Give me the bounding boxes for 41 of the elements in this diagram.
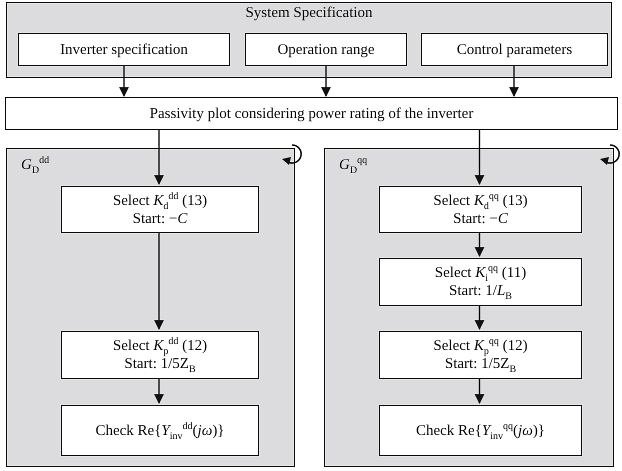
group-title: System Specification: [245, 5, 373, 22]
arrow: [474, 130, 484, 185]
step-text: Check Re{Y$_{inv}$$^{qq}$(jω)}: [416, 422, 546, 440]
step-text: Passivity plot considering power rating of the inverter: [150, 104, 474, 122]
process-box: [379, 186, 582, 233]
arrow: [119, 65, 129, 97]
arrow: [509, 65, 519, 97]
controller-panel: [6, 148, 295, 467]
arrow: [474, 305, 484, 330]
process-box: [379, 258, 582, 306]
start-value-text: Start: 1/5Z$_{B}$: [124, 356, 196, 373]
step-text: Operation range: [277, 40, 375, 58]
arrow: [321, 65, 331, 97]
start-value-text: Start: −C: [453, 210, 508, 228]
step-text: Select K$_{i}$$^{qq}$ (11): [434, 264, 526, 282]
arrow: [474, 378, 484, 404]
arrow: [474, 232, 484, 257]
step-text: Control parameters: [456, 40, 572, 58]
arrow: [154, 130, 164, 185]
step-text: Select K$_{p}$$^{dd}$ (12): [112, 337, 208, 355]
arrow: [154, 378, 164, 404]
start-value-text: Start: 1/L$_{B}$: [449, 282, 512, 300]
step-text: Select K$_{d}$$^{dd}$ (13): [112, 192, 208, 210]
start-value-text: Start: −C: [132, 210, 188, 228]
process-box: [421, 33, 608, 66]
process-box: [5, 97, 618, 130]
process-box: [245, 33, 407, 66]
controller-panel: [324, 148, 614, 467]
step-text: Check Re{Y$_{inv}$$^{dd}$(jω)}: [95, 422, 225, 440]
start-value-text: Start: 1/5Z$_{B}$: [444, 356, 516, 373]
process-box: [61, 186, 259, 233]
process-box: [18, 33, 230, 66]
process-box: [61, 331, 259, 379]
specification-group: [6, 2, 612, 78]
process-box: [61, 405, 259, 456]
arrow: [154, 232, 164, 330]
process-box: [379, 331, 582, 379]
step-text: Inverter specification: [60, 40, 188, 58]
process-box: [379, 405, 582, 456]
step-text: Select K$_{d}$$^{qq}$ (13): [433, 192, 528, 210]
step-text: Select K$_{p}$$^{qq}$ (12): [433, 337, 528, 355]
